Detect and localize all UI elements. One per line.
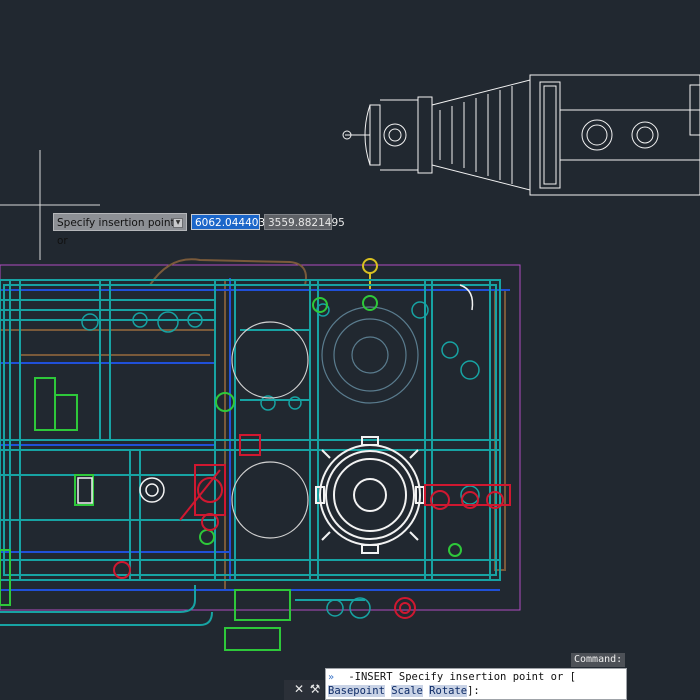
x-coordinate-input[interactable]: 6062.0444033 (191, 214, 272, 230)
red-parts (113, 434, 511, 619)
options-dropdown-icon[interactable]: ▼ (173, 218, 183, 228)
command-prompt-text: -INSERT Specify insertion point or [ (348, 671, 576, 683)
option-basepoint[interactable]: Basepoint (328, 685, 385, 697)
command-options-line: Basepoint Scale Rotate]: (328, 685, 480, 697)
cyan-fittings (81, 301, 480, 619)
crosshair-cursor (0, 150, 100, 260)
white-details (77, 284, 474, 504)
command-recent-icon[interactable]: » (328, 672, 335, 683)
magenta-frame (0, 264, 521, 611)
command-prompt-line: » -INSERT Specify insertion point or [ (328, 671, 576, 683)
insertion-prompt-label: Specify insertion point or (57, 217, 175, 247)
command-history-label: Command: (571, 653, 626, 667)
green-parts (0, 295, 462, 651)
customize-icon[interactable]: ⚒ (309, 682, 321, 696)
close-icon[interactable]: ✕ (293, 682, 305, 696)
option-rotate[interactable]: Rotate (429, 685, 468, 697)
command-line-input[interactable]: » -INSERT Specify insertion point or [ B… (325, 668, 627, 700)
yellow-marker (362, 258, 378, 290)
vessel-block (342, 74, 700, 196)
cyan-structure (0, 279, 501, 626)
option-scale[interactable]: Scale (391, 685, 423, 697)
brown-pipes (0, 258, 506, 590)
selected-vessel (315, 436, 425, 554)
command-line-toolbar: ✕ ⚒ (284, 680, 324, 700)
vessel-circles (231, 306, 419, 539)
y-coordinate-input[interactable]: 3559.8821495 (264, 214, 345, 230)
insertion-prompt-tooltip: Specify insertion point or ▼ (53, 213, 187, 247)
command-prompt-end: ]: (467, 685, 480, 697)
